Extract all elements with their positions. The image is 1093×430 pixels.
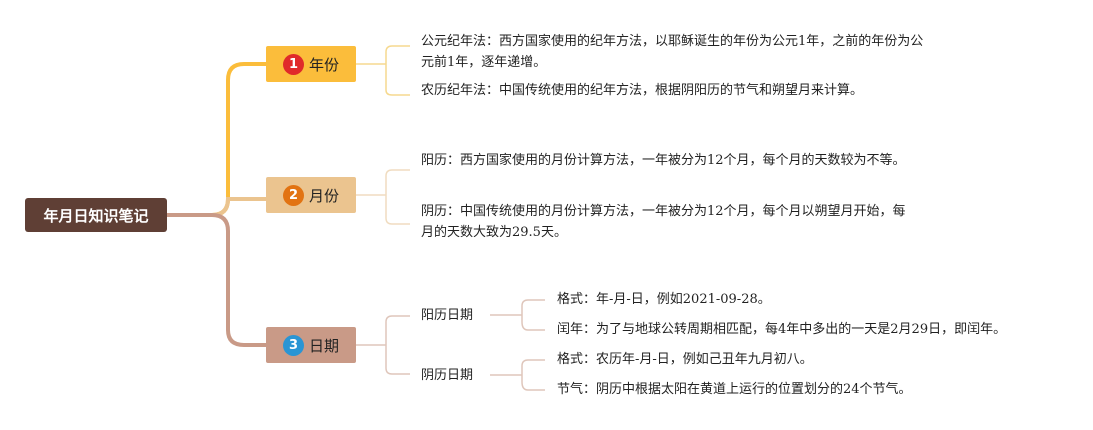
- branch-date-label: 日期: [308, 336, 339, 355]
- group-lunar-date[interactable]: 阴历日期: [421, 368, 474, 383]
- link-group1-leaves: [490, 299, 545, 331]
- branch-year[interactable]: 1 年份: [266, 46, 356, 82]
- link-branch3-groups: [356, 315, 410, 375]
- leaf-solar-date-format[interactable]: 格式：年-月-日，例如2021-09-28。: [557, 292, 771, 307]
- leaf-solar-month[interactable]: 阳历：西方国家使用的月份计算方法，一年被分为12个月，每个月的天数较为不等。: [421, 153, 906, 168]
- leaf-leap-year[interactable]: 闰年：为了与地球公转周期相匹配，每4年中多出的一天是2月29日，即闰年。: [557, 322, 1007, 337]
- leaf-lunar-calendar[interactable]: 农历纪年法：中国传统使用的纪年方法，根据阴阳历的节气和朔望月来计算。: [421, 83, 864, 98]
- number-badge-1: 1: [282, 53, 304, 75]
- number-badge-3: 3: [282, 334, 304, 356]
- branch-date[interactable]: 3 日期: [266, 327, 356, 363]
- branch-year-label: 年份: [308, 55, 339, 74]
- root-node[interactable]: 年月日知识笔记: [25, 198, 167, 232]
- leaf-lunar-month[interactable]: 阴历：中国传统使用的月份计算方法，一年被分为12个月，每个月以朔望月开始，每月的…: [421, 204, 906, 240]
- group-solar-date[interactable]: 阳历日期: [421, 308, 474, 323]
- branch-month[interactable]: 2 月份: [266, 177, 356, 213]
- branch-month-label: 月份: [308, 186, 339, 205]
- number-badge-2: 2: [282, 184, 304, 206]
- link-root-branch2: [167, 197, 266, 217]
- link-root-branch3: [167, 213, 266, 347]
- link-branch2-leaves: [356, 169, 410, 225]
- link-group2-leaves: [490, 359, 545, 391]
- link-branch1-leaves: [356, 45, 410, 96]
- leaf-lunar-date-format[interactable]: 格式：农历年-月-日，例如己丑年九月初八。: [557, 352, 813, 367]
- leaf-ad-calendar[interactable]: 公元纪年法：西方国家使用的纪年方法，以耶稣诞生的年份为公元1年，之前的年份为公元…: [421, 34, 924, 70]
- root-label: 年月日知识笔记: [43, 206, 149, 225]
- link-root-branch1: [167, 62, 266, 217]
- leaf-solar-terms[interactable]: 节气：阴历中根据太阳在黄道上运行的位置划分的24个节气。: [557, 382, 912, 397]
